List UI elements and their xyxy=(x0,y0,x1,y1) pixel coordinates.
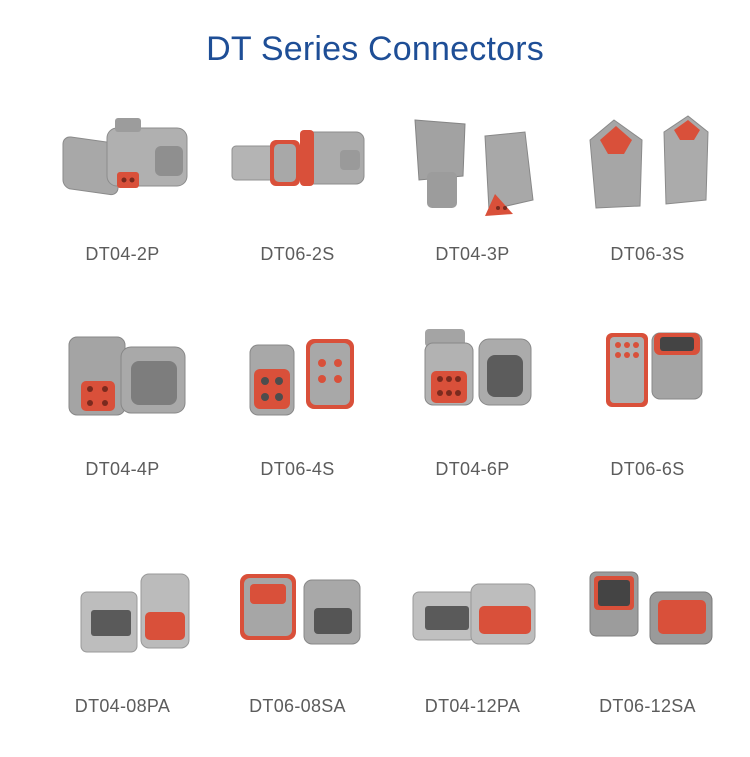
connector-label: DT06-4S xyxy=(260,459,335,479)
connector-label: DT04-3P xyxy=(435,244,510,264)
dt04-08pa-connector-image xyxy=(35,562,210,682)
connector-label: DT06-2S xyxy=(260,244,335,264)
connector-label: DT06-3S xyxy=(610,244,685,264)
dt04-12pa-connector-image xyxy=(385,562,560,682)
connector-label: DT04-6P xyxy=(435,459,510,479)
dt06-6s-connector-image xyxy=(560,325,735,445)
dt06-2s-connector-image xyxy=(210,110,385,230)
dt04-4p-connector-image xyxy=(35,325,210,445)
dt04-6p-connector-image xyxy=(385,325,560,445)
dt06-3s-connector-image xyxy=(560,110,735,230)
connector-label: DT04-2P xyxy=(85,244,160,264)
dt04-3p-connector-image xyxy=(385,110,560,230)
dt06-08sa-connector-image xyxy=(210,562,385,682)
connector-label: DT04-12PA xyxy=(424,696,521,716)
dt04-2p-connector-image xyxy=(35,110,210,230)
page-title: DT Series Connectors xyxy=(206,30,544,68)
dt06-12sa-connector-image xyxy=(560,562,735,682)
connector-label: DT06-12SA xyxy=(599,696,696,716)
connector-label: DT04-08PA xyxy=(74,696,171,716)
connector-label: DT06-08SA xyxy=(249,696,346,716)
connector-label: DT04-4P xyxy=(85,459,160,479)
connector-label: DT06-6S xyxy=(610,459,685,479)
dt06-4s-connector-image xyxy=(210,325,385,445)
